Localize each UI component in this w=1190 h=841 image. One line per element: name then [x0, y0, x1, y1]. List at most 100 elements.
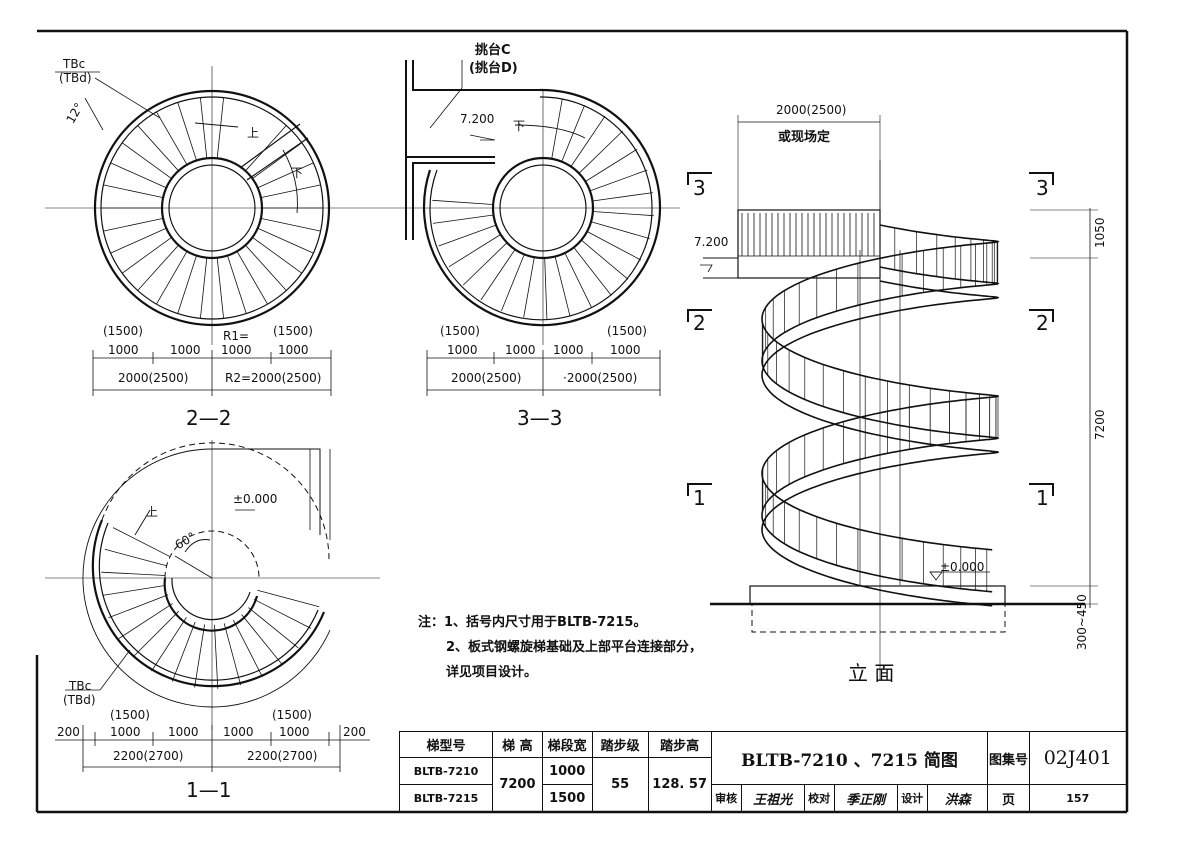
tbd-label: (TBd) — [63, 693, 96, 707]
dim-label: 2000(2500) — [118, 371, 188, 385]
stair-tread — [101, 571, 166, 576]
up-label: 上 — [146, 505, 158, 519]
stair-tread — [253, 598, 312, 629]
up-label: 上 — [247, 126, 259, 140]
stair-tread — [110, 162, 167, 189]
stair-tread — [245, 244, 287, 291]
dim-label: 1000 — [278, 343, 309, 357]
stair-tread — [564, 252, 593, 308]
plan-2-2-text: TBc (TBd) 12° 上 下 (1500) R1= (1500) 1000… — [59, 57, 321, 430]
page-number: 157 — [1028, 784, 1128, 812]
section-mark-3: 3 — [693, 176, 706, 200]
check-signature: 季正刚 — [833, 784, 898, 812]
dim-label: 2000(2500) — [451, 371, 521, 385]
design-label: 设计 — [896, 784, 928, 812]
stair-tread — [121, 237, 172, 274]
stair-stringer-helix — [761, 280, 1000, 607]
review-signature: 王祖光 — [740, 784, 805, 812]
stair-tread — [216, 257, 224, 319]
stair-tread — [151, 617, 187, 672]
plan-2-2 — [45, 66, 380, 396]
stair-tread — [433, 214, 494, 224]
dim-label: 1000 — [108, 343, 139, 357]
dim-label: 1000 — [505, 343, 536, 357]
stair-tread — [590, 221, 650, 239]
dim-label: 1000 — [168, 725, 199, 739]
dim-label: (1500) — [110, 708, 150, 722]
note-line-2: 2、板式钢螺旋梯基础及上部平台连接部分， — [446, 640, 703, 655]
plan-3-3 — [380, 60, 680, 396]
elevation-view — [687, 115, 1098, 680]
dim-label: 2200(2700) — [247, 749, 317, 763]
section-mark-2: 2 — [1036, 311, 1049, 335]
dim-label: 200 — [343, 725, 366, 739]
dim-label: 300~450 — [1075, 594, 1089, 650]
section-mark-2: 2 — [693, 311, 706, 335]
dim-label: (1500) — [103, 324, 143, 338]
section-title: 1—1 — [186, 778, 231, 802]
stair-tread — [103, 184, 164, 198]
stair-tread — [480, 249, 516, 301]
tbc-label: TBc — [68, 679, 91, 693]
dim-label: (1500) — [273, 324, 313, 338]
base-level-label: ±0.000 — [940, 560, 984, 574]
dim-label: (1500) — [607, 324, 647, 338]
dim-label: 1000 — [553, 343, 584, 357]
stair-tread — [177, 255, 197, 314]
stair-tread — [585, 148, 638, 182]
stair-tread — [241, 614, 283, 665]
header-model: 梯型号 — [398, 731, 494, 758]
width-1: 1000 — [541, 757, 593, 785]
down-label: 下 — [513, 119, 525, 133]
stair-tread — [523, 257, 535, 318]
stair-tread — [133, 610, 180, 657]
stair-tread — [592, 192, 653, 202]
stair-tread — [102, 585, 166, 596]
header-width: 梯段宽 — [541, 731, 593, 758]
section-mark-3: 3 — [1036, 176, 1049, 200]
stair-tread — [121, 142, 172, 179]
design-signature: 洪森 — [926, 784, 989, 812]
atlas-number: 02J401 — [1028, 731, 1128, 785]
stair-tread — [573, 247, 612, 296]
stair-tread — [252, 142, 303, 179]
dim-label: (1500) — [272, 708, 312, 722]
page-label: 页 — [987, 784, 1030, 812]
step-height-value: 128. 57 — [647, 757, 712, 812]
dim-label: (1500) — [440, 324, 480, 338]
stair-tread — [214, 624, 219, 689]
stair-tread — [432, 199, 494, 205]
note-line-3: 详见项目设计。 — [446, 665, 538, 680]
stair-tread — [257, 227, 314, 254]
stair-tread — [137, 244, 179, 291]
stair-tread — [462, 242, 508, 286]
plan-1-1 — [45, 440, 380, 772]
dim-label: 1000 — [223, 725, 254, 739]
width-note: 或现场定 — [778, 129, 830, 145]
width-2: 1500 — [541, 784, 593, 812]
stair-tread — [438, 224, 497, 247]
header-step-height: 踏步高 — [647, 731, 712, 758]
stair-tread — [118, 603, 173, 639]
dim-label: R2=2000(2500) — [225, 371, 321, 385]
stair-tread — [216, 97, 224, 159]
title-block: 梯型号 梯 高 梯段宽 踏步级 踏步高 BLTB-7210 、7215 简图 图… — [398, 731, 1128, 812]
stair-tread — [156, 251, 188, 305]
platform-d-label: (挑台D) — [469, 60, 518, 76]
level-label: ±0.000 — [233, 492, 277, 506]
stair-tread — [248, 607, 299, 649]
elevation-title: 立 面 — [848, 661, 894, 685]
model-2: BLTB-7215 — [398, 784, 494, 812]
stair-tread — [137, 125, 179, 172]
dim-label: 1000 — [110, 725, 141, 739]
dim-label: 1000 — [447, 343, 478, 357]
stair-tread — [104, 548, 167, 567]
plan-3-3-text: 挑台C (挑台D) 7.200 下 (1500) (1500) 1000 100… — [440, 42, 647, 430]
dim-label: 1000 — [610, 343, 641, 357]
stair-tread — [236, 251, 268, 305]
dim-label: R1= — [223, 329, 249, 343]
stair-tread — [252, 237, 303, 274]
stair-tread — [501, 254, 525, 312]
stair-tread — [581, 239, 629, 280]
